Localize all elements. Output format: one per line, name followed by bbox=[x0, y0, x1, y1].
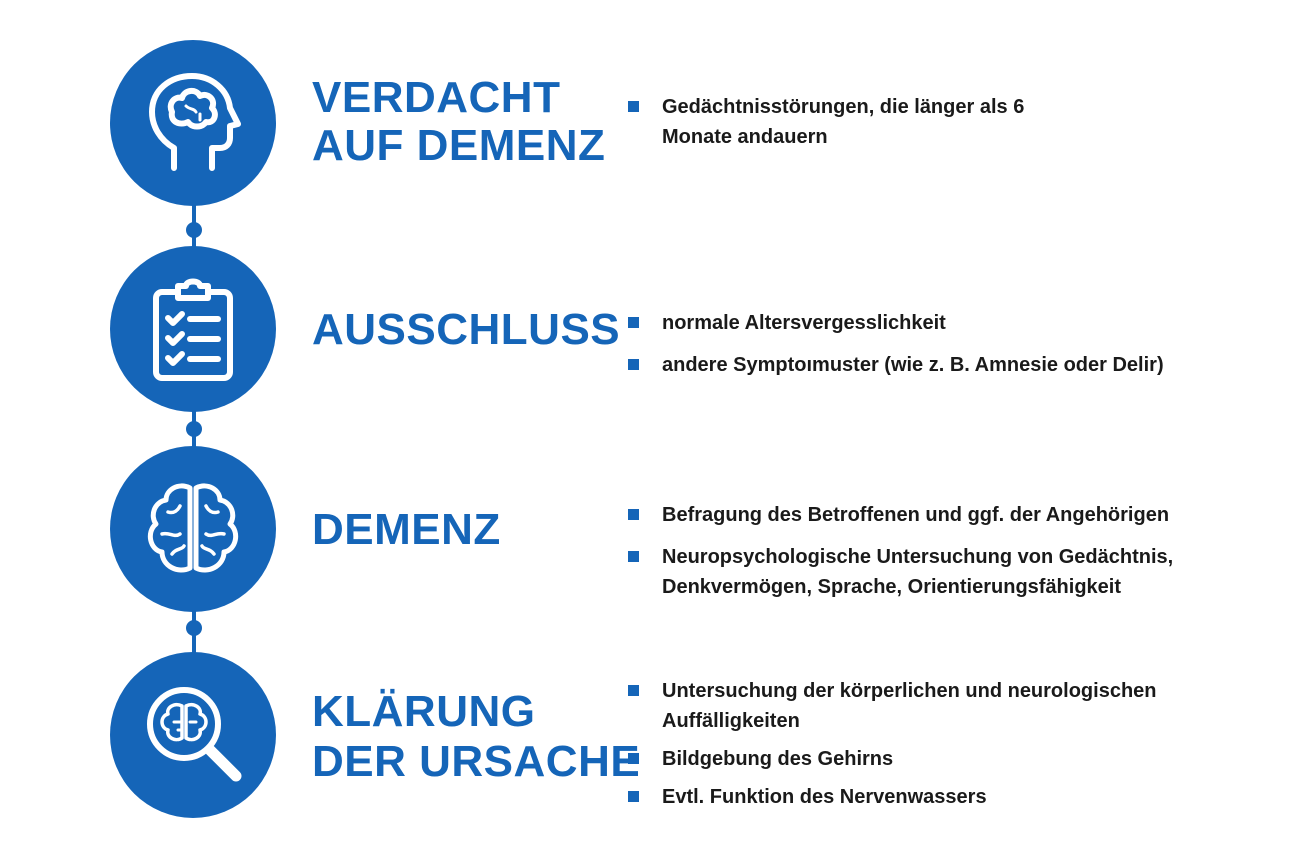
bullet-item: andere Symptoımuster (wie z. B. Amnesie … bbox=[628, 350, 1248, 380]
step-3-title-line1: DEMENZ bbox=[312, 505, 501, 554]
bullet-text: Gedächtnisstörungen, die länger als 6 Mo… bbox=[662, 96, 1025, 148]
step-2-circle bbox=[110, 246, 276, 412]
step-1-title-line2: AUF DEMENZ bbox=[312, 121, 606, 170]
bullet-square bbox=[628, 359, 639, 370]
head-brain-icon bbox=[149, 73, 241, 171]
bullet-item: Neuropsychologische Untersuchung von Ged… bbox=[628, 542, 1222, 602]
bullet-text: Befragung des Betroffenen und ggf. der A… bbox=[662, 504, 1170, 526]
bullet-square bbox=[628, 551, 639, 562]
bullet-item: normale Altersvergesslichkeit bbox=[628, 308, 1248, 338]
bullet-text: Neuropsychologische Untersuchung von Ged… bbox=[662, 546, 1174, 598]
bullet-item: Evtl. Funktion des Nervenwassers bbox=[628, 782, 1248, 812]
step-1-bullets: Gedächtnisstörungen, die länger als 6 Mo… bbox=[628, 92, 1098, 164]
clipboard-checklist-icon bbox=[153, 278, 233, 381]
bullet-square bbox=[628, 101, 639, 112]
bullet-text: Untersuchung der körperlichen und neurol… bbox=[662, 680, 1157, 732]
step-3-circle bbox=[110, 446, 276, 612]
bullet-item: Bildgebung des Gehirns bbox=[628, 744, 1248, 774]
step-4-title: KLÄRUNG DER URSACHE bbox=[312, 688, 640, 786]
bullet-text: normale Altersvergesslichkeit bbox=[662, 312, 946, 334]
bullet-square bbox=[628, 791, 639, 802]
step-4-circle bbox=[110, 652, 276, 818]
bullet-text: Bildgebung des Gehirns bbox=[662, 748, 894, 770]
step-4-bullets: Untersuchung der körperlichen und neurol… bbox=[628, 676, 1248, 824]
step-1-title-line1: VERDACHT bbox=[312, 73, 561, 122]
step-1-title: VERDACHT AUF DEMENZ bbox=[312, 74, 605, 170]
brain-icon bbox=[147, 483, 239, 573]
step-1-circle bbox=[110, 40, 276, 206]
bullet-square bbox=[628, 685, 639, 696]
step-4-title-line2: DER URSACHE bbox=[312, 737, 641, 786]
step-3-title: DEMENZ bbox=[312, 506, 501, 554]
step-3-bullets: Befragung des Betroffenen und ggf. der A… bbox=[628, 500, 1268, 614]
connector-dot bbox=[186, 620, 202, 636]
bullet-item: Untersuchung der körperlichen und neurol… bbox=[628, 676, 1222, 736]
step-4-title-line1: KLÄRUNG bbox=[312, 687, 536, 736]
bullet-text: Evtl. Funktion des Nervenwassers bbox=[662, 786, 987, 808]
connector-dot bbox=[186, 222, 202, 238]
bullet-item: Befragung des Betroffenen und ggf. der A… bbox=[628, 500, 1268, 530]
bullet-text: andere Symptoımuster (wie z. B. Amnesie … bbox=[662, 354, 1164, 376]
bullet-square bbox=[628, 509, 639, 520]
step-2-title: AUSSCHLUSS bbox=[312, 306, 620, 354]
magnifier-brain-icon bbox=[147, 687, 242, 782]
step-2-title-line1: AUSSCHLUSS bbox=[312, 305, 621, 354]
bullet-square bbox=[628, 317, 639, 328]
bullet-square bbox=[628, 753, 639, 764]
bullet-item: Gedächtnisstörungen, die länger als 6 Mo… bbox=[628, 92, 1092, 152]
connector-dot bbox=[186, 421, 202, 437]
step-2-bullets: normale Altersvergesslichkeit andere Sym… bbox=[628, 308, 1248, 392]
